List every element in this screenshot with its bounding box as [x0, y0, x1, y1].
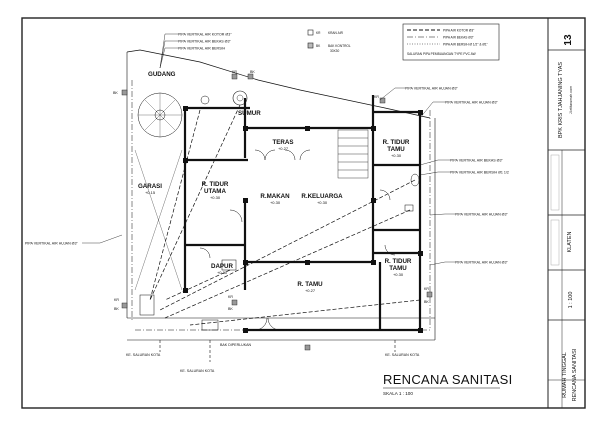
- label-pipa-air-bekas: PIPA VERTIKAL AIR BEKAS Ø3": [178, 40, 231, 44]
- label-pipa-bersih-right: PIPA VERTIKAL AIR BERSIH Ø1 1/2: [450, 171, 509, 175]
- room-tidur-utama-2: UTAMA: [204, 188, 226, 195]
- label-saluran-kota-1: KE. SALURAN KOTA: [126, 353, 161, 357]
- room-tidur-tamu-top-2: TAMU: [387, 146, 405, 153]
- room-garasi-elev: +0.15: [145, 190, 156, 195]
- legend-bk-text-line1: BAK KONTROL: [328, 44, 351, 48]
- legend: KR KRAN AIR BK BAK KONTROL 30X30 PIPA AI…: [307, 23, 500, 61]
- tag-bk-5: BK: [228, 307, 233, 311]
- tag-kr-2: KR: [374, 95, 379, 99]
- project-subtitle: RENCANA SANITASI: [572, 348, 578, 401]
- legend-kr-key: KR: [316, 31, 321, 35]
- room-makan: R.MAKAN: [260, 193, 290, 200]
- titleblock-scale: 1 : 100: [568, 292, 574, 309]
- label-bak-diperlukan: BAK DIPERLUKAN: [220, 343, 252, 347]
- label-pipa-bekas-right: PIPA VERTIKAL AIR BEKAS Ø3": [450, 159, 503, 163]
- label-pipa-hujan-3: PIPA VERTIKAL AIR HUJAN Ø3": [455, 213, 508, 217]
- label-pipa-air-kotor: PIPA VERTIKAL AIR KOTOR Ø3": [178, 33, 232, 37]
- floor-plan: [121, 49, 436, 362]
- legend-item-1: PIPA AIR KOTOR Ø3": [443, 29, 474, 33]
- tag-kr-4: KR: [424, 287, 429, 291]
- room-garasi: GARASI: [138, 183, 162, 190]
- legend-item-4: SALURAN PIPA PEMBUANGAN TYPE PVC AW: [407, 52, 476, 56]
- room-tidur-utama: R. TIDUR: [202, 181, 229, 188]
- room-tidur-tamu-top-elev: +0.30: [391, 153, 402, 158]
- legend-item-3: PIPA AIR BERSIH Ø 1/2" & Ø1": [443, 43, 488, 47]
- legend-bk-key: BK: [316, 44, 321, 48]
- legend-bk-text-line2: 30X30: [330, 49, 339, 53]
- company-address: Jl.elitarumah.com: [569, 86, 573, 114]
- room-tamu: R. TAMU: [297, 281, 323, 288]
- room-teras-elev: +0.27: [278, 146, 289, 151]
- location: KLATEN: [567, 231, 573, 252]
- legend-item-2: PIPA AIR BEKAS Ø3": [443, 36, 474, 40]
- room-tidur-utama-elev: +0.30: [210, 195, 221, 200]
- room-tidur-tamu-bottom: R. TIDUR: [385, 258, 412, 265]
- tag-bk-2: BK: [113, 91, 118, 95]
- pipe-callouts: [82, 33, 455, 266]
- room-tidur-tamu-bottom-2: TAMU: [389, 265, 407, 272]
- drawing-title-block: RENCANA SANITASI SKALA 1 : 100: [383, 372, 513, 396]
- room-labels: GUDANG SUMUR TERAS +0.27 R. TIDUR TAMU +…: [138, 71, 412, 293]
- tag-bk-3: BK: [114, 307, 119, 311]
- tag-kr-5: KR: [228, 295, 233, 299]
- label-pipa-air-bersih: PIPA VERTIKAL AIR BERSIH: [178, 47, 225, 51]
- room-dapur: DAPUR: [211, 263, 234, 270]
- room-tamu-elev: +0.27: [305, 288, 316, 293]
- legend-kr-text: KRAN AIR: [328, 31, 344, 35]
- drawing-scale: SKALA 1 : 100: [383, 391, 413, 396]
- label-pipa-hujan-1: PIPA VERTIKAL AIR HUJAN Ø3": [405, 87, 458, 91]
- company-name: BPK KRIS TJAHJANING TYAS: [558, 62, 564, 138]
- label-pipa-hujan-left: PIPA VERTIKAL AIR HUJAN Ø3": [25, 242, 78, 246]
- label-pipa-hujan-2: PIPA VERTIKAL AIR HUJAN Ø3": [445, 101, 498, 105]
- room-dapur-elev: +0.30: [217, 270, 228, 275]
- title-block: 13 BPK KRIS TJAHJANING TYAS Jl.elitaruma…: [547, 17, 586, 409]
- room-teras: TERAS: [273, 139, 294, 146]
- tag-kr-3: KR: [114, 298, 119, 302]
- project-name: RUMAH TINGGAL: [562, 352, 568, 398]
- pipe-callout-text: PIPA VERTIKAL AIR KOTOR Ø3" PIPA VERTIKA…: [25, 33, 509, 374]
- room-gudang: GUDANG: [148, 71, 176, 78]
- label-saluran-kota-2: KE. SALURAN KOTA: [180, 369, 215, 373]
- room-sumur: SUMUR: [238, 110, 261, 117]
- drawing-title: RENCANA SANITASI: [383, 372, 513, 387]
- label-saluran-kota-3: KE. SALURAN KOTA: [385, 353, 420, 357]
- room-tidur-tamu-bottom-elev: +0.30: [393, 272, 404, 277]
- tag-kr-1: KR: [232, 70, 237, 74]
- label-pipa-hujan-4: PIPA VERTIKAL AIR HUJAN Ø3": [455, 261, 508, 265]
- room-makan-elev: +0.30: [270, 200, 281, 205]
- tag-bk-1: BK: [250, 70, 255, 74]
- room-keluarga-elev: +0.30: [317, 200, 328, 205]
- sheet-number: 13: [563, 34, 574, 46]
- tag-bk-4: BK: [424, 300, 429, 304]
- room-keluarga: R.KELUARGA: [301, 193, 343, 200]
- room-tidur-tamu-top: R. TIDUR: [383, 139, 410, 146]
